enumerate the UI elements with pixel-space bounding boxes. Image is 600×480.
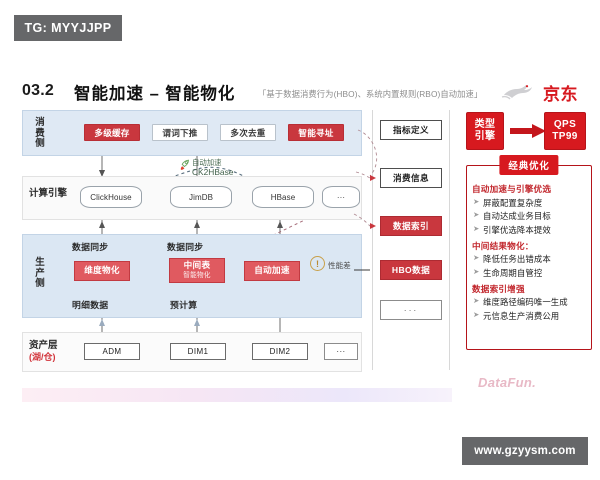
site-watermark-badge: www.gzyysm.com	[462, 437, 588, 465]
bullet-arrow-icon: ➤	[473, 266, 480, 276]
opt-section-0-item-0-label: 屏蔽配置复杂度	[483, 197, 543, 208]
tg-watermark-badge: TG: MYYJJPP	[14, 15, 122, 41]
perf-gap-label: 性能差	[328, 261, 351, 270]
metadata-item-consume-info[interactable]: 消费信息	[380, 168, 442, 188]
kpi-source-line1: 类型	[474, 119, 496, 130]
asset-band-label: 资产层 (湖/仓)	[29, 340, 87, 363]
kpi-target-line2: TP99	[552, 131, 578, 142]
asset-band-label-line1: 资产层	[29, 340, 58, 351]
midcol-connectors	[353, 129, 378, 271]
opt-section-2-item-1: ➤元信息生产消费公用	[473, 310, 588, 322]
kpi-target-line1: QPS	[553, 119, 577, 130]
kpi-source-engine[interactable]: 类型 引擎	[466, 112, 504, 150]
engine-item-hbase[interactable]: HBase	[252, 186, 318, 212]
page-subtitle: 「基于数据消费行为(HBO)、系统内置规则(RBO)自动加速」	[258, 89, 483, 99]
auto-accel-note: 自动加速 CK2HBase	[192, 158, 233, 178]
classic-optimization-title: 经典优化	[499, 155, 559, 175]
engine-item-jimdb[interactable]: JimDB	[170, 186, 236, 212]
opt-section-2-head: 数据索引增强	[472, 283, 525, 294]
asset-band-label-line2: (湖/仓)	[29, 351, 56, 362]
opt-section-1-item-1: ➤生命周期自管控	[473, 267, 588, 279]
auto-accel-note-line1: 自动加速	[192, 158, 222, 167]
asset-item-more[interactable]: ···	[324, 343, 358, 360]
classic-optimization-card: 经典优化 自动加速与引擎优选 ➤屏蔽配置复杂度 ➤自动达成业务目标 ➤引擎优选降…	[466, 155, 592, 350]
optimization-panel: 类型 引擎 QPS TP99 经典优化 自动加速与引擎优选 ➤屏蔽配置复杂度 ➤…	[462, 110, 592, 390]
opt-section-0-item-2-label: 引擎优选降本提效	[483, 224, 551, 235]
bullet-arrow-icon: ➤	[473, 223, 480, 233]
bullet-arrow-icon: ➤	[473, 296, 480, 305]
consume-chip-3[interactable]: 智能寻址	[288, 124, 344, 141]
produce-bottom-label-0: 明细数据	[72, 300, 109, 310]
kpi-source-line2: 引擎	[474, 131, 496, 142]
metadata-column: 指标定义 消费信息 数据索引 HBO数据 ···	[372, 110, 450, 370]
consume-chip-2[interactable]: 多次去重	[220, 124, 276, 141]
opt-section-2-item-1-label: 元信息生产消费公用	[483, 310, 560, 321]
opt-section-1-item-1-label: 生命周期自管控	[483, 267, 543, 278]
produce-box-2-label: 自动加速	[254, 265, 290, 276]
engine-band-label: 计算引擎	[29, 188, 68, 199]
produce-band-label: 生产侧	[35, 257, 45, 290]
jd-dog-icon	[501, 85, 532, 100]
opt-section-0-item-0: ➤屏蔽配置复杂度	[473, 197, 588, 209]
metadata-item-data-index[interactable]: 数据索引	[380, 216, 442, 236]
kpi-target-qps[interactable]: QPS TP99	[544, 112, 586, 150]
opt-section-0-item-2: ➤引擎优选降本提效	[473, 224, 588, 236]
produce-box-1-sublabel: 智能物化	[183, 272, 211, 280]
rocket-icon	[180, 159, 189, 170]
consume-band-label: 消费侧	[35, 117, 45, 150]
bullet-arrow-icon: ➤	[473, 210, 480, 219]
bullet-arrow-icon: ➤	[473, 309, 480, 319]
opt-section-1-head: 中间结果物化：	[472, 240, 534, 251]
bullet-arrow-icon: ➤	[473, 253, 480, 262]
metadata-item-indicator-definition[interactable]: 指标定义	[380, 120, 442, 140]
consume-chip-1[interactable]: 谓词下推	[152, 124, 208, 141]
opt-section-2-item-0-label: 维度路径编码唯一生成	[483, 297, 568, 307]
produce-bottom-label-1: 预计算	[170, 300, 198, 310]
jd-brand-text: 京东	[543, 85, 578, 104]
produce-box-dim-materialize[interactable]: 维度物化	[74, 261, 130, 281]
right-arrow-icon	[510, 124, 546, 138]
datafun-watermark: DataFun.	[478, 375, 537, 390]
opt-section-1-item-0-label: 降低任务出错成本	[483, 254, 551, 264]
kpi-row: 类型 引擎 QPS TP99	[466, 110, 592, 154]
slide-card: 03.2 智能加速 – 智能物化 「基于数据消费行为(HBO)、系统内置规则(R…	[14, 72, 592, 402]
slide-number: 03.2	[22, 82, 54, 99]
engine-item-clickhouse[interactable]: ClickHouse	[80, 186, 146, 212]
asset-item-dim2[interactable]: DIM2	[252, 343, 308, 360]
consume-chip-0[interactable]: 多级缓存	[84, 124, 140, 141]
slide-header: 03.2 智能加速 – 智能物化 「基于数据消费行为(HBO)、系统内置规则(R…	[22, 78, 580, 108]
produce-sync-label-0: 数据同步	[72, 242, 109, 252]
slide-footer-gradient	[22, 388, 452, 402]
opt-section-2-item-0: ➤维度路径编码唯一生成	[473, 296, 588, 308]
gauge-icon: !	[310, 256, 325, 271]
page-title: 智能加速 – 智能物化	[74, 85, 236, 103]
opt-section-0-head: 自动加速与引擎优选	[472, 184, 552, 194]
produce-box-auto-accelerate[interactable]: 自动加速	[244, 261, 300, 281]
bullet-arrow-icon: ➤	[473, 196, 480, 206]
jd-brand-logo: 京东	[500, 78, 578, 106]
opt-section-0-item-1: ➤自动达成业务目标	[473, 210, 588, 222]
opt-section-0-item-1-label: 自动达成业务目标	[483, 211, 551, 221]
metadata-item-more[interactable]: ···	[380, 300, 442, 320]
architecture-diagram: 消费侧 多级缓存 谓词下推 多次去重 智能寻址 自动加速 CK2HBase 计算…	[22, 110, 364, 390]
site-badge-label: www.gzyysm.com	[474, 445, 576, 457]
produce-box-1-label: 中间表	[183, 260, 211, 271]
produce-sync-label-1: 数据同步	[167, 242, 204, 252]
produce-box-0-label: 维度物化	[84, 265, 120, 276]
asset-item-adm[interactable]: ADM	[84, 343, 140, 360]
opt-section-1-item-0: ➤降低任务出错成本	[473, 253, 588, 265]
auto-accel-note-line2: CK2HBase	[192, 167, 234, 178]
asset-item-dim1[interactable]: DIM1	[170, 343, 226, 360]
produce-box-intermediate-table[interactable]: 中间表 智能物化	[169, 258, 225, 283]
classic-optimization-body: 自动加速与引擎优选 ➤屏蔽配置复杂度 ➤自动达成业务目标 ➤引擎优选降本提效 中…	[472, 179, 588, 323]
metadata-item-hbo-data[interactable]: HBO数据	[380, 260, 442, 280]
tg-badge-label: TG: MYYJJPP	[24, 21, 112, 35]
